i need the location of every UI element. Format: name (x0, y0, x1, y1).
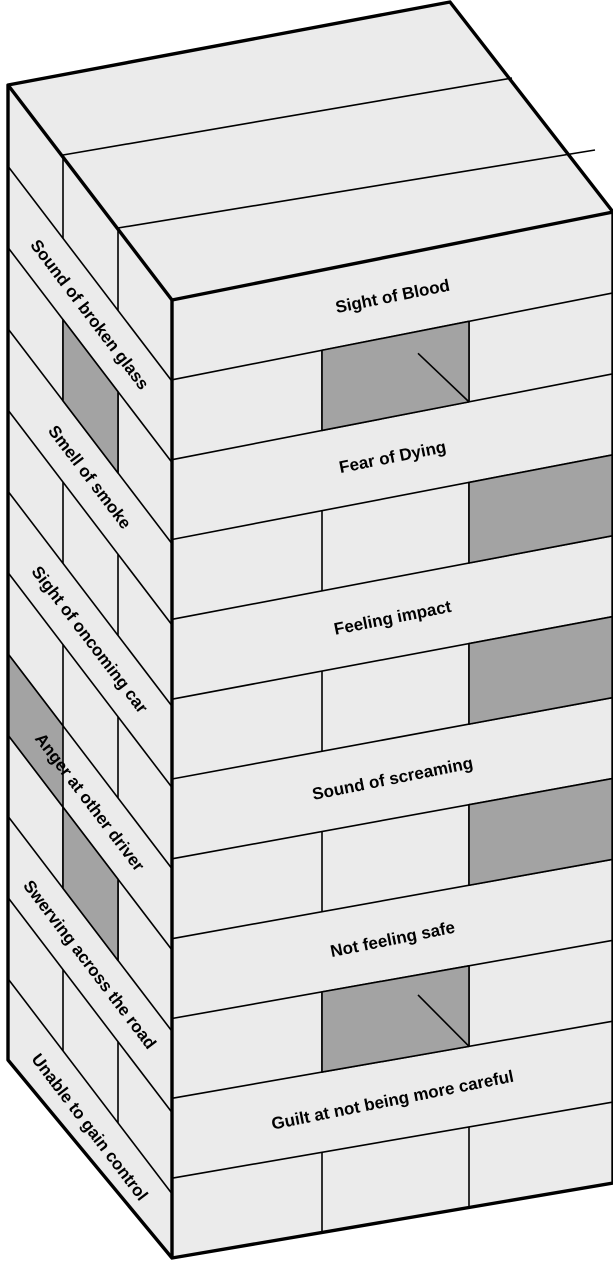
tower-blocks (6, 0, 613, 1260)
side-row-line (7, 897, 173, 1113)
side-row-line (7, 572, 173, 788)
front-gap-2 (468, 453, 613, 564)
front-row-line (171, 1101, 613, 1179)
side-row-line (7, 165, 173, 382)
tower-outline (6, 0, 613, 1260)
side-gap-3 (62, 806, 119, 962)
front-gap-4 (468, 777, 613, 887)
front-top-edge (171, 210, 613, 302)
front-gap-edge (417, 994, 470, 1047)
side-row-line (7, 978, 173, 1195)
side-row-line (7, 490, 173, 707)
side-row-line (7, 409, 173, 626)
top-divider-2 (117, 149, 596, 229)
side-top-edge (6, 83, 174, 302)
top-divider-1 (62, 77, 513, 156)
front-gap-3 (468, 615, 613, 725)
front-gap-edge (417, 352, 470, 403)
side-gap-1 (62, 318, 119, 474)
